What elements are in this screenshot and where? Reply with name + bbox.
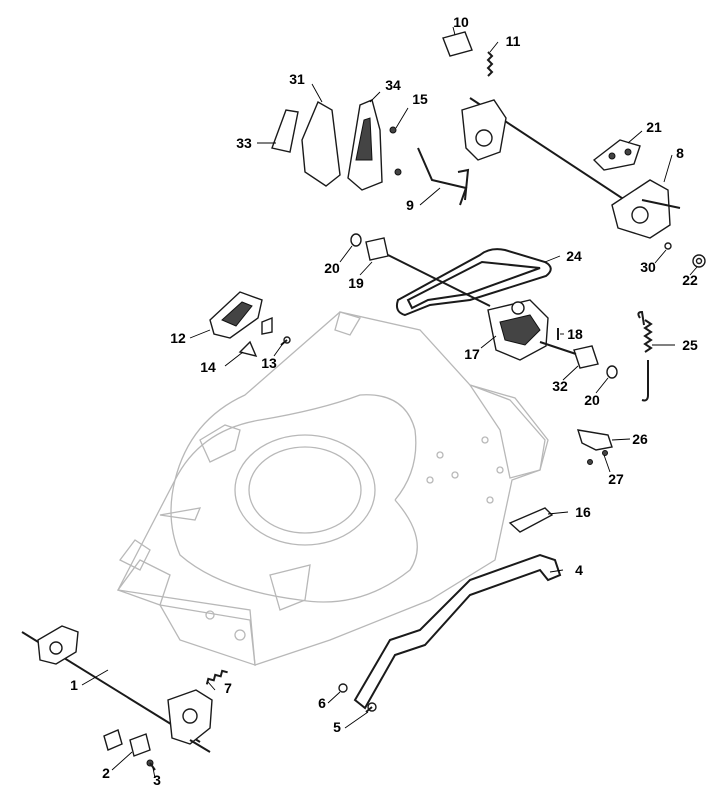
- part-9-lever: [417, 147, 470, 206]
- part-6-nut: [338, 683, 348, 693]
- callout-27: 27: [608, 471, 624, 487]
- part-27-screws: [587, 450, 608, 465]
- callout-13: 13: [261, 355, 277, 371]
- callout-21: 21: [646, 119, 662, 135]
- mower-deck: [116, 311, 549, 666]
- callout-11: 11: [506, 33, 521, 49]
- part-32-bearing: [539, 341, 599, 369]
- part-21-plate: [592, 139, 641, 171]
- part-25-spring: [637, 310, 653, 402]
- part-12-cover: [209, 291, 263, 339]
- part-31-bracket: [301, 101, 341, 187]
- callout-16: 16: [575, 504, 591, 520]
- callout-19: 19: [348, 275, 364, 291]
- callout-9: 9: [406, 197, 414, 213]
- callout-20-right: 20: [584, 392, 600, 408]
- callout-32: 32: [552, 378, 568, 394]
- part-19-bearing: [365, 237, 491, 307]
- part-20-ring-right: [606, 365, 618, 379]
- part-5-bolt: [365, 702, 377, 713]
- callout-2: 2: [102, 765, 110, 781]
- callout-1: 1: [70, 677, 78, 693]
- callout-6: 6: [318, 695, 326, 711]
- part-3-screw: [146, 759, 156, 771]
- callout-18: 18: [567, 326, 583, 342]
- callout-15: 15: [412, 91, 428, 107]
- callout-17: 17: [464, 346, 480, 362]
- part-20-ring-left: [350, 233, 362, 247]
- part-17-gearbox: [487, 299, 549, 361]
- part-22-washer: [692, 254, 706, 268]
- callout-12: 12: [170, 330, 186, 346]
- callout-20-left: 20: [324, 260, 340, 276]
- part-11-spring: [486, 51, 494, 77]
- callout-30: 30: [640, 259, 656, 275]
- callout-5: 5: [333, 719, 341, 735]
- part-15-bolts: [389, 126, 402, 176]
- part-1-rear-axle: [21, 625, 213, 753]
- callout-22: 22: [682, 272, 698, 288]
- part-30-screw: [664, 242, 672, 250]
- callout-24: 24: [566, 248, 582, 264]
- callout-14: 14: [200, 359, 216, 375]
- part-33-strip: [271, 109, 299, 153]
- part-24-belt: [395, 248, 552, 317]
- callouts: 1 2 3 4 5 6 7 8 9 10 11 12 13 14 15 16 1…: [70, 14, 698, 788]
- part-4-height-rod: [353, 553, 562, 710]
- callout-10: 10: [453, 14, 469, 30]
- part-26-bracket: [576, 429, 613, 451]
- callout-25: 25: [682, 337, 698, 353]
- part-8-main-shaft: [461, 97, 681, 239]
- callout-34: 34: [385, 77, 401, 93]
- callout-3: 3: [153, 772, 161, 788]
- callout-8: 8: [676, 145, 684, 161]
- callout-33: 33: [236, 135, 252, 151]
- part-7-spring: [205, 669, 228, 685]
- part-16-clip: [508, 507, 554, 533]
- callout-4: 4: [575, 562, 583, 578]
- part-14-clip: [238, 316, 273, 358]
- callout-31: 31: [289, 71, 305, 87]
- part-34-bracket: [347, 99, 383, 191]
- callout-26: 26: [632, 431, 648, 447]
- leader-lines: [81, 26, 698, 779]
- part-10-clip: [442, 31, 473, 57]
- part-2-clips: [103, 729, 151, 757]
- callout-7: 7: [224, 680, 232, 696]
